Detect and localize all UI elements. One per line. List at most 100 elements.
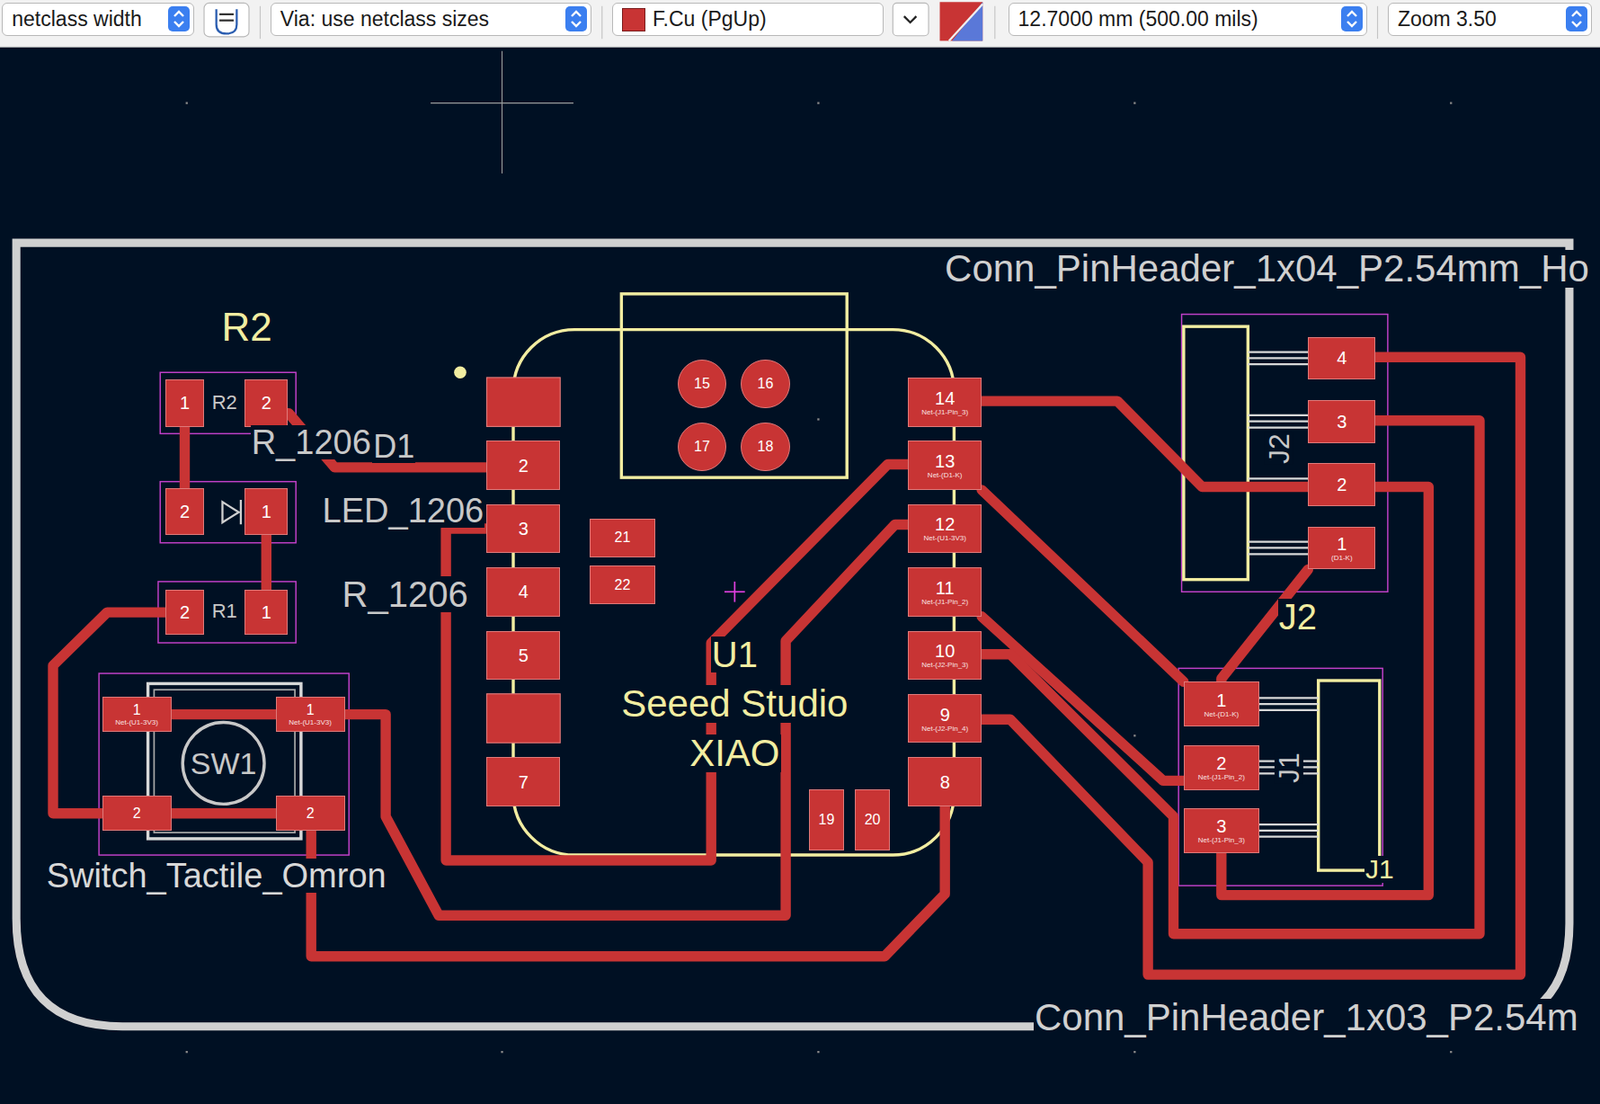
pad-number: 2 <box>133 805 142 822</box>
copper-pad: 7 <box>486 756 560 806</box>
spinner-chevrons <box>1565 6 1588 32</box>
copper-trace <box>445 464 908 862</box>
control-label: Via: use netclass sizes <box>280 8 489 31</box>
copper-pad: 21 <box>589 518 656 558</box>
pad <box>486 693 560 743</box>
copper-trace <box>171 709 276 720</box>
pad-number: 1 <box>133 702 142 719</box>
courtyard <box>158 581 296 643</box>
pad-number: 7 <box>518 772 529 792</box>
copper-trace <box>981 400 1308 487</box>
silkscreen-text: J1 <box>1274 751 1304 784</box>
module-outline <box>513 329 954 855</box>
pad-number: 10 <box>934 640 955 661</box>
toolbar <box>0 0 1600 47</box>
silkscreen-text: XIAO <box>688 734 781 773</box>
chevron <box>904 16 917 23</box>
courtyards <box>98 314 1388 887</box>
toolbar-control: Via: use netclass sizes <box>270 2 593 36</box>
header-pin <box>1259 702 1319 705</box>
pad-number: 18 <box>757 438 774 455</box>
header-pin <box>1259 829 1319 832</box>
net-name: Net-(U1-3V3) <box>923 533 967 543</box>
header-body <box>1318 680 1380 871</box>
grid-dot <box>1133 734 1136 737</box>
toolbar-separator <box>601 6 603 39</box>
spinner-chevrons <box>168 6 190 32</box>
silkscreen-text: R2 <box>221 307 274 347</box>
net-name: Net-(D1-K) <box>1203 710 1239 719</box>
grid-dot <box>1133 1050 1136 1053</box>
pin1-dot <box>453 365 467 379</box>
copper-pad: 1Net-(U1-3V3) <box>275 696 346 732</box>
copper-pad: 1 <box>165 379 205 427</box>
header-pin <box>1247 477 1308 480</box>
silkscreen-text: U1 <box>711 636 759 673</box>
spinner-chevrons <box>565 6 587 32</box>
header-pin <box>1247 552 1308 555</box>
net-name: Net-(J1-Pin_2) <box>1198 773 1245 782</box>
pad-number: 2 <box>306 805 315 822</box>
toolbar-border <box>0 46 1600 48</box>
grid-dot <box>817 417 819 420</box>
silkscreen-text: J1 <box>1364 855 1396 883</box>
pad-number: 19 <box>818 811 836 828</box>
pad-number: 3 <box>1336 411 1347 432</box>
net-name: Net-(J1-Pin_3) <box>921 408 969 417</box>
copper-trace <box>261 534 272 590</box>
copper-pad: 1 <box>244 589 288 635</box>
copper-pad: 9Net-(J2-Pin_4) <box>907 693 982 743</box>
header-pin <box>1247 426 1308 428</box>
header-pin <box>1247 546 1308 549</box>
copper-trace <box>171 808 276 818</box>
courtyard <box>160 481 296 543</box>
pad-number: 2 <box>261 392 272 413</box>
copper-pad: 1 <box>244 488 288 535</box>
pad-number: 3 <box>518 518 529 539</box>
pad <box>486 377 560 427</box>
pad-number: 12 <box>934 514 955 534</box>
header-pin <box>1259 709 1319 712</box>
copper-pad: 2 <box>244 379 288 427</box>
net-name: Net-(J1-Pin_2) <box>921 597 969 606</box>
dropdown-button <box>892 2 929 36</box>
track-icon <box>216 8 238 34</box>
silkscreen-text: J2 <box>1278 598 1318 635</box>
copper-pad: 2 <box>275 795 346 831</box>
pad-number: 1 <box>1216 690 1227 711</box>
net-name: Net-(U1-3V3) <box>288 718 332 727</box>
silkscreen-text: Switch_Tactile_Omron <box>45 858 388 893</box>
toolbar-separator <box>994 6 996 39</box>
pad-number: 11 <box>935 577 955 598</box>
silkscreen-text: R2 <box>211 392 239 413</box>
copper-pad: 8 <box>907 756 982 806</box>
copper-pad: 3Net-(J1-Pin_3) <box>1183 808 1260 854</box>
copper-trace <box>179 426 190 489</box>
usb-outline <box>621 293 847 478</box>
layer-pair-icon <box>940 1 984 41</box>
copper-pad: 2 <box>1307 462 1376 507</box>
spinner-icon <box>168 6 190 32</box>
toolbar-control: F.Cu (PgUp) <box>612 2 884 36</box>
grid-dot <box>186 1050 188 1053</box>
spinner-icon <box>565 6 587 32</box>
pad-number: 2 <box>1216 753 1227 774</box>
copper-pad: 2 <box>165 589 205 635</box>
pad-number: 22 <box>614 577 632 594</box>
header-pin <box>1259 835 1319 838</box>
pad-number: 1 <box>1336 533 1347 554</box>
grid-dot <box>817 1050 819 1053</box>
copper-pad: 14Net-(J1-Pin_3) <box>907 377 982 427</box>
silkscreen-text: R_1206 <box>250 425 373 460</box>
cursor-crosshair <box>501 51 503 174</box>
origin-marker <box>733 581 736 603</box>
silkscreen-text: R1 <box>211 601 239 622</box>
pad-number: 21 <box>614 529 632 546</box>
toolbar-control: netclass width <box>1 2 194 36</box>
copper-pad: 18 <box>740 422 790 472</box>
icon-button <box>204 2 249 36</box>
copper-pad: 3 <box>1307 400 1376 444</box>
silkscreen-text: D1 <box>372 430 416 463</box>
copper-pad: 16 <box>740 359 790 409</box>
header-pin <box>1259 696 1319 699</box>
